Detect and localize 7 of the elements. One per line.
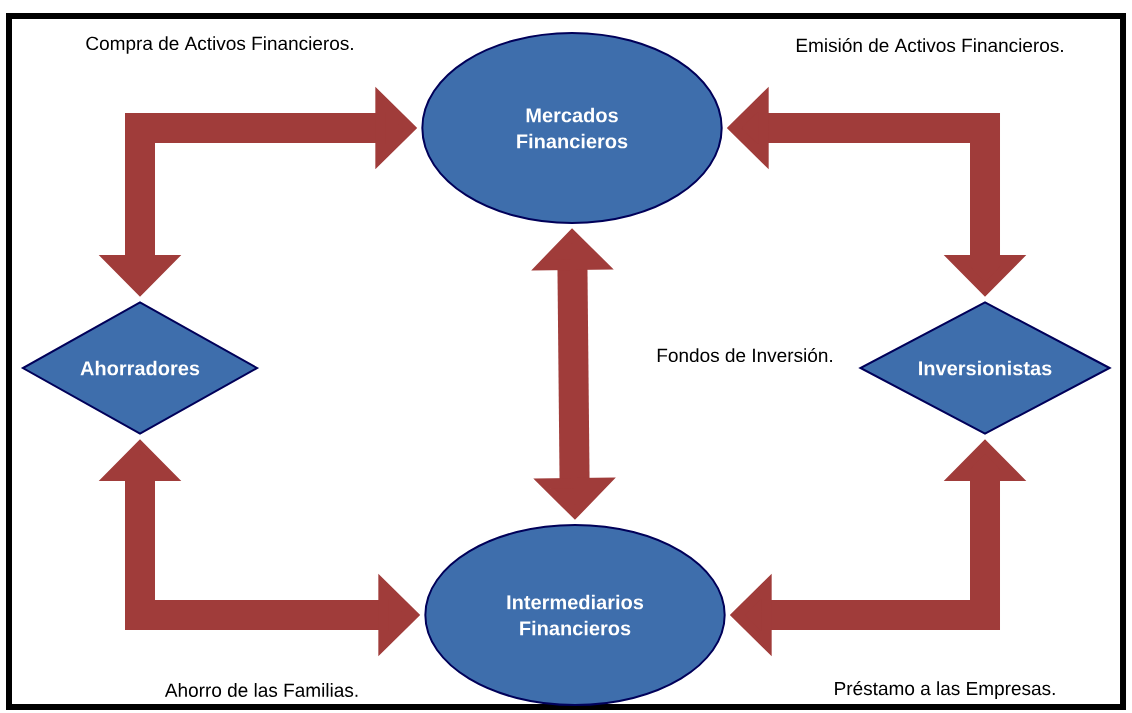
ellipse-node: Intermediarios Financieros [424,524,726,706]
annotation-text: Fondos de Inversión. [657,347,832,363]
ellipse-node: Mercados Financieros [421,32,723,224]
annotation-text: Emisión de Activos Financieros. [796,37,1063,53]
annotation-text: Ahorro de las Familias. [164,683,358,697]
annotation-text: Préstamo a las Empresas. [835,681,1055,699]
annotation-text: Compra de Activos Financieros. [86,36,353,54]
